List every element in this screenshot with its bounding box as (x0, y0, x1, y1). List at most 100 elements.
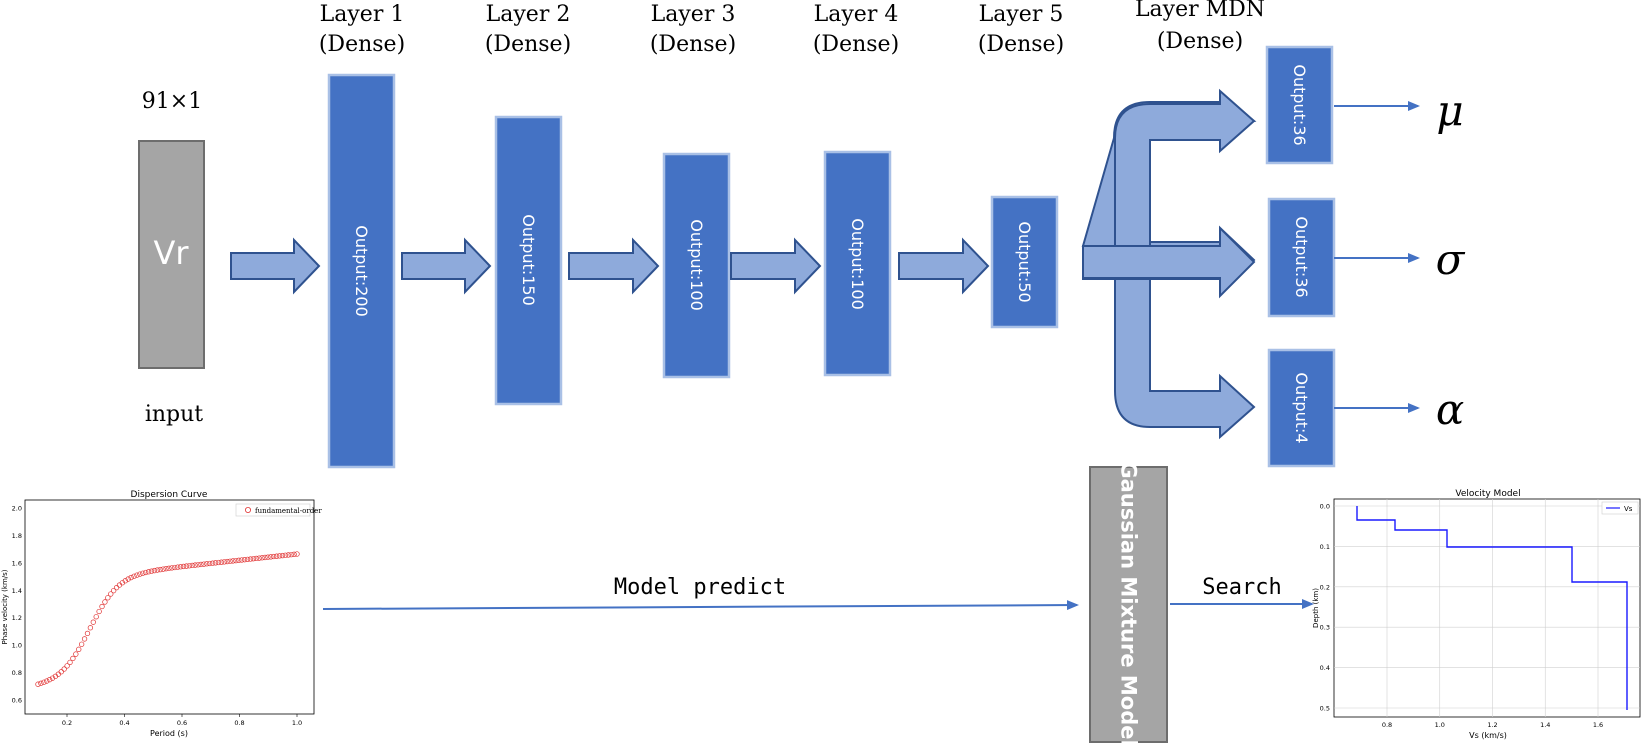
layer-3-title: Layer 3 (651, 2, 736, 27)
dispersion-point (268, 554, 274, 560)
dispersion-x-tick-label: 0.4 (119, 719, 129, 727)
dispersion-point (198, 561, 204, 568)
split-arrow-main-branch (1082, 225, 1256, 299)
layer-3-box: Output:100 (662, 152, 731, 379)
velocity-y-tick-label: 0.5 (1320, 705, 1330, 713)
input-box (138, 140, 205, 369)
sigma-symbol: σ (1436, 235, 1466, 284)
dispersion-y-tick-label: 1.6 (12, 559, 22, 567)
velocity-y-tick-label: 0.3 (1320, 624, 1330, 632)
mdn-alpha-output: Output:4 (1292, 372, 1311, 443)
arrow-layer-1-to-layer-2 (401, 237, 492, 295)
dispersion-plot-title: Dispersion Curve (131, 490, 208, 500)
dispersion-point (73, 651, 79, 657)
dispersion-legend-marker (244, 506, 251, 513)
dispersion-point (46, 677, 53, 683)
dispersion-point (259, 555, 265, 561)
layer-1-title: Layer 1 (320, 2, 405, 27)
dispersion-point (262, 554, 268, 561)
dispersion-point (84, 630, 91, 637)
arrow-layer-2-to-layer-3 (568, 237, 660, 295)
input-box-label: Vr (153, 234, 189, 272)
mdn-mu-box: Output:36 (1265, 45, 1334, 165)
split-arrow-bottom-branch (1114, 278, 1256, 440)
dispersion-point (180, 563, 187, 570)
layer-5-output: Output:50 (1015, 221, 1034, 302)
dispersion-x-tick-label: 0.6 (177, 719, 187, 727)
velocity-y-tick-label: 0.1 (1320, 543, 1330, 551)
dispersion-point (145, 569, 152, 575)
mdn-sigma-output: Output:36 (1292, 216, 1311, 297)
dispersion-point (276, 553, 283, 559)
dispersion-point (218, 559, 224, 565)
velocity-y-tick-label: 0.2 (1320, 583, 1330, 591)
layer-3-subtitle: (Dense) (650, 32, 736, 57)
dispersion-point (212, 560, 219, 566)
mu-symbol: μ (1436, 86, 1463, 135)
layer-1-subtitle: (Dense) (319, 32, 405, 57)
dispersion-x-ticks: 0.2 0.4 0.6 0.8 1.0 (62, 714, 302, 727)
layer-5-subtitle: (Dense) (978, 32, 1064, 57)
dispersion-y-label: Phase velocity (km/s) (1, 569, 9, 644)
dispersion-point (282, 552, 289, 558)
velocity-y-label: Depth (km) (1312, 588, 1320, 628)
velocity-x-tick-label: 1.6 (1593, 721, 1603, 729)
velocity-y-ticks: 0.00.10.20.30.40.5 (1320, 503, 1330, 713)
dispersion-point (131, 573, 137, 579)
dispersion-point (157, 566, 163, 573)
dispersion-x-tick-label: 0.8 (234, 719, 244, 727)
dispersion-point (122, 578, 128, 584)
dispersion-point (140, 570, 146, 576)
dispersion-point (172, 564, 178, 571)
dispersion-x-tick-label: 0.2 (62, 719, 72, 727)
model-predict-label: Model predict (614, 575, 786, 600)
dispersion-y-tick-label: 1.0 (12, 642, 22, 650)
dispersion-point (256, 555, 262, 561)
dispersion-point (102, 599, 108, 605)
dispersion-point (291, 551, 297, 557)
dispersion-point (265, 554, 271, 560)
dispersion-point (41, 679, 47, 685)
dispersion-x-tick-label: 1.0 (292, 719, 302, 727)
layer-4-box: Output:100 (823, 150, 892, 377)
velocity-grid (1334, 499, 1640, 717)
dispersion-point (87, 625, 94, 631)
gmm-label: Gaussian Mixture Model (1117, 461, 1141, 744)
velocity-y-tick-label: 0.4 (1320, 664, 1330, 672)
dispersion-y-tick-label: 1.2 (12, 614, 22, 622)
dispersion-point (175, 564, 181, 570)
dispersion-point (151, 567, 158, 574)
arrow-layer-3-to-layer-4 (730, 237, 822, 295)
dispersion-point (288, 551, 294, 558)
dispersion-point (183, 563, 190, 569)
dispersion-point (125, 576, 131, 582)
dispersion-point (273, 553, 280, 559)
dispersion-point (58, 669, 64, 675)
dispersion-point (61, 666, 67, 672)
dispersion-plot-frame (24, 499, 315, 715)
dispersion-point (195, 562, 201, 568)
dispersion-point (96, 608, 102, 615)
dispersion-point (160, 566, 166, 572)
dispersion-point (177, 564, 184, 570)
dispersion-point (241, 557, 248, 563)
dispersion-legend-box (235, 503, 311, 517)
dispersion-point (285, 552, 291, 558)
dispersion-point (70, 655, 76, 662)
dispersion-point (169, 565, 175, 571)
layer-5-box: Output:50 (990, 195, 1059, 329)
dispersion-point (81, 636, 88, 642)
layer-1-output: Output:200 (352, 225, 371, 317)
dispersion-point (236, 557, 242, 563)
mdn-subtitle: (Dense) (1157, 29, 1243, 54)
mdn-sigma-box: Output:36 (1267, 197, 1336, 318)
layer-4-subtitle: (Dense) (813, 32, 899, 57)
dispersion-point (204, 561, 210, 567)
dispersion-point (67, 659, 73, 666)
mdn-title: Layer MDN (1135, 0, 1265, 22)
input-shape-label: 91×1 (142, 89, 202, 114)
gmm-box: Gaussian Mixture Model (1089, 461, 1168, 744)
dispersion-point (111, 587, 117, 594)
